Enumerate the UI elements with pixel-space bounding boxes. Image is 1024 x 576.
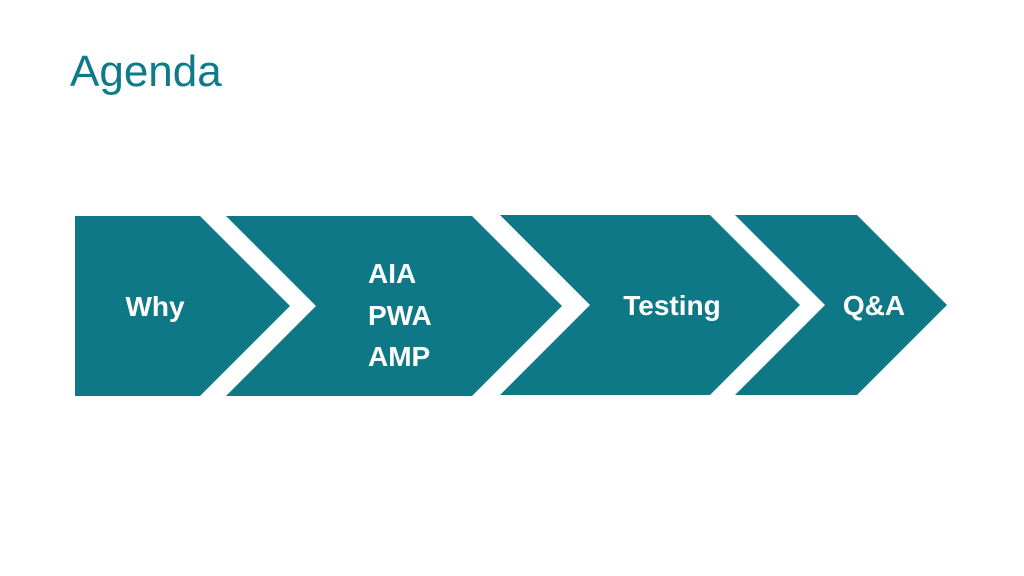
step-aia-pwa-amp-line-3: AMP xyxy=(368,341,430,372)
step-testing-label-line: Testing xyxy=(623,290,720,321)
step-qa-label: Q&A xyxy=(843,290,905,321)
step-qa-chevron xyxy=(735,215,947,395)
step-aia-pwa-amp-chevron xyxy=(226,216,562,396)
step-testing: Testing xyxy=(500,215,800,395)
step-testing-label: Testing xyxy=(623,290,720,321)
step-aia-pwa-amp-label: AIA PWA AMP xyxy=(368,258,439,372)
step-aia-pwa-amp-line-1: AIA xyxy=(368,258,416,289)
slide-title: Agenda xyxy=(70,47,222,96)
step-testing-chevron xyxy=(500,215,800,395)
step-why-label: Why xyxy=(125,291,185,322)
step-qa-label-line: Q&A xyxy=(843,290,905,321)
step-aia-pwa-amp-line-2: PWA xyxy=(368,300,432,331)
step-why-label-line: Why xyxy=(125,291,185,322)
step-why: Why xyxy=(75,216,290,396)
step-qa: Q&A xyxy=(735,215,947,395)
step-why-chevron xyxy=(75,216,290,396)
step-aia-pwa-amp: AIA PWA AMP xyxy=(226,216,562,396)
